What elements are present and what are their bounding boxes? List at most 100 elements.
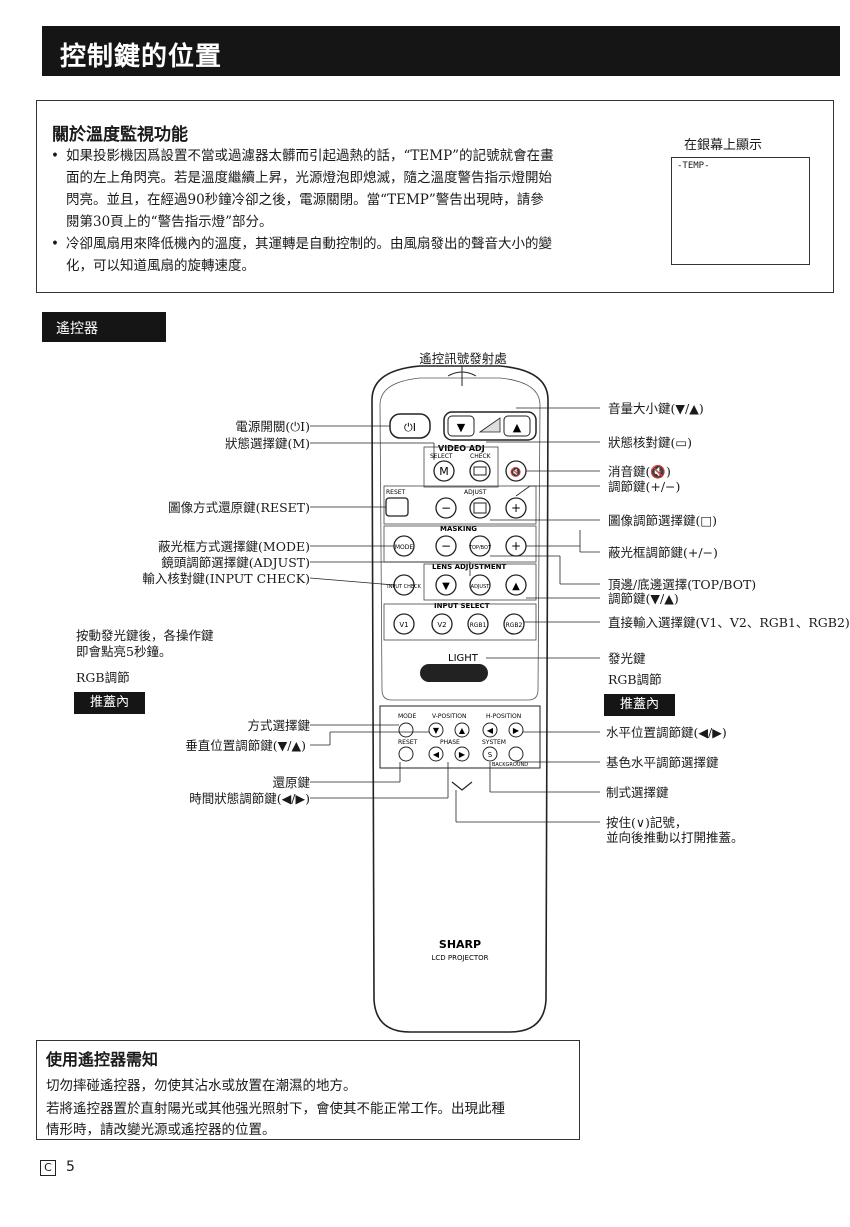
lens-adjust-select-label: 鏡頭調節選擇鍵(ADJUST) xyxy=(161,555,310,570)
rgb-adjust-left-label: RGB調節 xyxy=(76,670,130,685)
lens-adjust-key-label: 調節鍵(▼/▲) xyxy=(608,591,679,606)
title-bar xyxy=(42,26,840,76)
temperature-bullet-2: • 冷卻風扇用來降低機內的溫度，其運轉是自動控制的。由風扇發出的聲音大小的變 化，… xyxy=(51,233,632,277)
text-line: 面的左上角閃亮。若是溫度繼續上昇，光源燈泡即熄滅，隨之溫度警告指示燈開始 xyxy=(66,170,552,186)
screen-temp-text: -TEMP- xyxy=(677,161,710,171)
remote-heading-bar xyxy=(42,312,166,342)
svg-text:▼: ▼ xyxy=(433,726,440,735)
svg-text:▶: ▶ xyxy=(459,750,466,759)
bullet-mark: • xyxy=(51,148,59,164)
phase-label: PHASE xyxy=(440,739,460,746)
remote-face-panel xyxy=(379,377,541,701)
page-title: 控制鍵的位置 xyxy=(60,42,223,72)
rgb1-button xyxy=(467,613,489,635)
text-line: 閱第30頁上的“警告指示燈”部分。 xyxy=(66,214,273,230)
cover-tag-left: 推蓋內 xyxy=(74,692,146,714)
v-position-adjust-label: 垂直位置調節鍵(▼/▲) xyxy=(185,738,306,753)
h-position-right-button xyxy=(508,722,524,738)
temperature-bullet-1: •如果投影機因爲設置不當或過濾器太髒而引起過熱的話，“TEMP”的記號就會在畫 … xyxy=(51,145,632,233)
phase-left-button xyxy=(428,746,444,762)
text-line: 冷卻風扇用來降低機內的溫度，其運轉是自動控制的。由風扇發出的聲音大小的變 xyxy=(66,236,552,252)
light-button xyxy=(420,664,488,682)
svg-text:▲: ▲ xyxy=(513,421,522,434)
brand-logo: SHARP xyxy=(439,938,481,951)
masking-minus-button xyxy=(435,535,457,557)
svg-text:+: + xyxy=(511,501,521,515)
usage-note-line: 切勿摔碰遙控器，勿使其沾水或放置在潮濕的地方。 xyxy=(46,1078,357,1094)
system-label: SYSTEM xyxy=(482,739,506,746)
volume-up-button xyxy=(503,415,531,437)
h-position-adjust-label: 水平位置調節鍵(◀/▶) xyxy=(606,725,727,740)
system-select-label: 制式選擇鍵 xyxy=(606,785,669,800)
mode-key-text: MODE xyxy=(395,544,414,551)
push-mark-label-2: 並向後推動以打開推蓋。 xyxy=(606,830,744,845)
status-check-button xyxy=(469,460,491,482)
input-check-key-label: 輸入核對鍵(INPUT CHECK) xyxy=(142,571,310,586)
cover-mode-select-label: 方式選擇鍵 xyxy=(247,718,310,733)
text-line: 化，可以知道風扇的旋轉速度。 xyxy=(66,258,255,274)
volume-key-label: 音量大小鍵(▼/▲) xyxy=(608,401,704,416)
rgb2-key-text: RGB2 xyxy=(506,622,523,629)
push-mark-icon xyxy=(451,781,473,791)
picture-icon xyxy=(473,502,487,514)
usage-note-line: 若將遙控器置於直射陽光或其他强光照射下，會使其不能正常工作。出現此種 xyxy=(46,1101,505,1117)
adjust-frame xyxy=(383,485,537,525)
top-bot-select-label: 頂邊/底邊選擇(TOP/BOT) xyxy=(608,577,757,592)
v1-key-text: V1 xyxy=(399,621,408,629)
usage-note-box xyxy=(36,1040,580,1140)
mute-icon: 🔇 xyxy=(510,466,521,478)
mute-key-label: 消音鍵(🔇) xyxy=(608,464,671,479)
adjust-minus-button xyxy=(435,497,457,519)
emitter-label: 遙控訊號發射處 xyxy=(419,351,507,366)
adjust-key-text: ADJUST xyxy=(471,584,491,590)
direct-input-select-label: 直接輸入選擇鍵(V1、V2、RGB1、RGB2) xyxy=(608,615,850,630)
background-select-label: 基色水平調節選擇鍵 xyxy=(606,755,719,770)
svg-text:+: + xyxy=(511,539,521,553)
masking-label: MASKING xyxy=(440,525,477,533)
v2-key-text: V2 xyxy=(437,621,446,629)
lens-up-button xyxy=(505,574,527,596)
select-label: SELECT xyxy=(430,453,453,460)
input-select-label: INPUT SELECT xyxy=(434,602,490,610)
svg-text:▲: ▲ xyxy=(459,726,466,735)
volume-down-button xyxy=(447,415,475,437)
cover-reset-key-label: 還原鍵 xyxy=(272,775,310,790)
background-button xyxy=(508,746,524,762)
page-number: 5 xyxy=(66,1159,75,1175)
svg-text:◀: ◀ xyxy=(433,750,440,759)
rgb1-key-text: RGB1 xyxy=(470,622,487,629)
power-switch-label: 電源開關(⏻I) xyxy=(235,419,310,434)
h-position-label: H-POSITION xyxy=(486,713,521,720)
bullet-mark: • xyxy=(51,236,59,252)
light-note-2: 即會點亮5秒鐘。 xyxy=(76,644,172,659)
remote-body xyxy=(371,365,549,1033)
check-label: CHECK xyxy=(470,453,492,460)
svg-text:▼: ▼ xyxy=(457,421,466,434)
sliding-cover-panel xyxy=(379,705,541,769)
svg-text:−: − xyxy=(441,539,451,553)
masking-mode-label: 蔽光框方式選擇鍵(MODE) xyxy=(158,539,310,554)
v-position-label: V-POSITION xyxy=(432,713,466,720)
input-check-key-text: INPUT CHECK xyxy=(387,584,421,590)
cover-mode-label: MODE xyxy=(398,713,417,720)
h-position-left-button xyxy=(482,722,498,738)
svg-text:▶: ▶ xyxy=(513,726,520,735)
lens-down-button xyxy=(435,574,457,596)
cover-reset-label: RESET xyxy=(398,739,418,746)
video-adj-label: VIDEO ADJ xyxy=(438,444,485,453)
picture-reset-label: 圖像方式還原鍵(RESET) xyxy=(168,500,310,515)
screen-caption: 在銀幕上顯示 xyxy=(684,138,763,153)
remote-heading: 遙控器 xyxy=(56,321,98,337)
picture-adjust-select-label: 圖像調節選擇鍵(□) xyxy=(608,513,718,528)
picture-adjust-select-button xyxy=(469,497,491,519)
phase-adjust-label: 時間狀態調節鍵(◀/▶) xyxy=(189,791,310,806)
s-key-text: S xyxy=(488,751,493,759)
top-bot-button xyxy=(469,535,491,557)
volume-wedge-icon xyxy=(478,417,501,433)
adjust-label: ADJUST xyxy=(464,489,487,496)
callout-lines xyxy=(309,407,600,823)
background-label: BACKGROUND xyxy=(492,762,528,768)
video-adj-frame xyxy=(423,446,499,488)
temperature-info-box xyxy=(36,100,834,293)
top-bot-key-text: TOP/BOT xyxy=(468,545,492,551)
